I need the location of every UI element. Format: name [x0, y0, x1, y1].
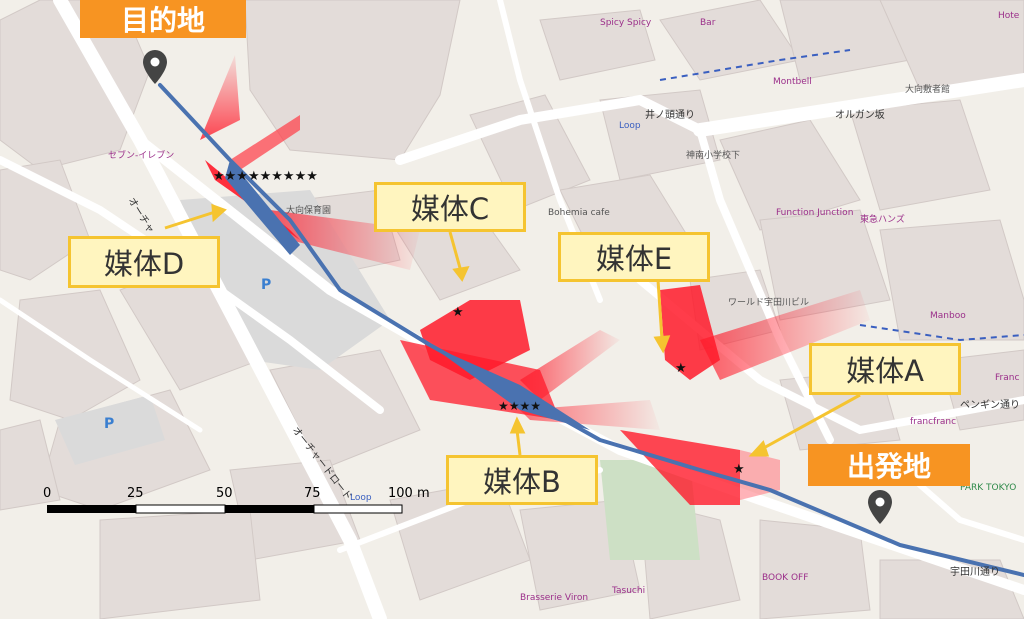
poi-tokyu-hands: 東急ハンズ	[860, 213, 905, 225]
poi-ogata: 大向敷者館	[905, 83, 950, 95]
star-icon: ★	[675, 361, 687, 376]
star-icon: ★★★★★★★★★	[213, 169, 318, 184]
poi-tasuchi: Tasuchi	[611, 586, 645, 596]
callout-media-b: 媒体B	[446, 455, 598, 505]
callout-media-c: 媒体C	[374, 182, 526, 232]
star-icon: ★	[733, 462, 745, 477]
street-label-inokashira: 井ノ頭通り	[645, 108, 695, 121]
media-stars: ★★★★★★★★★ ★★★★ ★ ★ ★	[213, 169, 745, 477]
poi-seven-eleven: セブン‐イレブン	[108, 149, 174, 161]
origin-tag: 出発地	[808, 444, 970, 486]
poi-spicy: Spicy Spicy	[600, 18, 652, 28]
callout-media-d: 媒体D	[68, 236, 220, 288]
street-label-udagawa: 宇田川通り	[950, 565, 1000, 578]
poi-book-off: BOOK OFF	[762, 573, 808, 583]
scale-tick: 100 m	[388, 486, 430, 501]
destination-tag: 目的地	[80, 0, 246, 38]
street-label-organ: オルガン坂	[835, 109, 885, 121]
callout-arrows	[164, 203, 861, 457]
loop-label: Loop	[619, 121, 641, 131]
poi-bohemia: Bohemia cafe	[548, 208, 610, 218]
scale-tick: 0	[43, 486, 51, 501]
poi-brasserie: Brasserie Viron	[520, 593, 588, 603]
poi-jinnan: 神南小学校下	[686, 149, 740, 161]
poi-park-tokyo: PARK TOKYO	[960, 483, 1016, 493]
map-pin-icon[interactable]	[143, 50, 167, 84]
parking-icon: P	[261, 277, 271, 293]
poi-hoikuen: 大向保育園	[286, 204, 331, 216]
parking-lot-2	[55, 395, 165, 465]
poi-montbell: Montbell	[773, 77, 812, 87]
scale-tick: 50	[216, 486, 233, 501]
poi-hotel: Hote	[998, 11, 1020, 21]
loop-lines	[659, 49, 1024, 342]
poi-labels: 東急ハンズ Function Junction Manboo Montbell …	[108, 11, 1020, 603]
loop-label-2: Loop	[350, 493, 372, 503]
scale-tick: 25	[127, 486, 144, 501]
street-label-penguin: ペンギン通り	[960, 399, 1020, 411]
parking-labels: P P	[104, 277, 271, 432]
poi-franc: Franc	[995, 373, 1019, 383]
poi-world-udagawa: ワールド宇田川ビル	[728, 296, 809, 308]
poi-manboo: Manboo	[930, 311, 966, 321]
callout-media-e: 媒体E	[558, 232, 710, 282]
parking-icon-2: P	[104, 416, 114, 432]
poi-francfranc: francfranc	[910, 417, 956, 427]
scale-tick: 75	[304, 486, 321, 501]
scale-bar: 0 25 50 75 100 m	[43, 486, 430, 514]
map-pin-icon[interactable]	[868, 490, 892, 524]
star-icon: ★★★★	[498, 399, 541, 413]
callout-media-a: 媒体A	[809, 343, 961, 395]
poi-function-junction: Function Junction	[776, 208, 853, 218]
poi-bar: Bar	[700, 18, 716, 28]
star-icon: ★	[452, 305, 464, 320]
